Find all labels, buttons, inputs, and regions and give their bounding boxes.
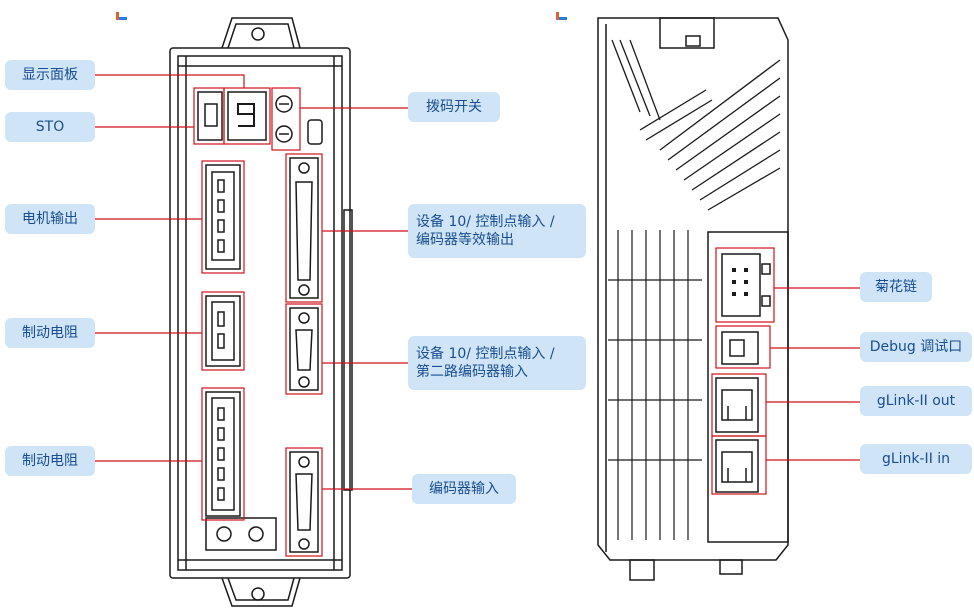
label-glink-out: gLink-II out: [860, 386, 972, 416]
label-brake-resistor-2: 制动电阻: [5, 446, 95, 476]
corner-glyph: [116, 12, 567, 20]
label-sto: STO: [5, 112, 95, 142]
label-encoder-input: 编码器输入: [412, 474, 516, 504]
label-dip-switch: 拨码开关: [408, 92, 500, 122]
label-io-encoder-equiv-output: 设备 10/ 控制点输入 / 编码器等效输出: [408, 204, 586, 258]
label-io-second-encoder-input: 设备 10/ 控制点输入 / 第二路编码器输入: [408, 336, 586, 390]
label-motor-output: 电机输出: [5, 204, 95, 234]
front-view-drawing: [169, 17, 353, 607]
label-display-panel: 显示面板: [5, 60, 95, 90]
side-view-drawing: [597, 17, 789, 581]
front-highlight-boxes: [193, 87, 323, 557]
side-highlight-boxes: [711, 247, 775, 495]
label-debug-port: Debug 调试口: [860, 332, 972, 362]
label-glink-in: gLink-II in: [860, 444, 972, 474]
front-leader-lines: [94, 74, 412, 490]
side-leader-lines: [766, 287, 860, 461]
label-daisy-chain: 菊花链: [860, 272, 932, 302]
label-brake-resistor-1: 制动电阻: [5, 318, 95, 348]
